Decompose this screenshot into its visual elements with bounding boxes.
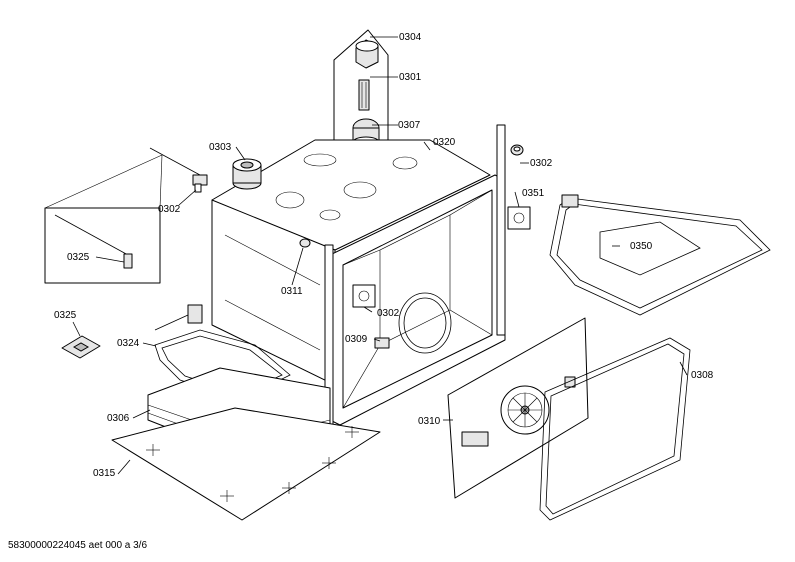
circular-heater-0308: [374, 292, 452, 354]
sensor-part-0351: [149, 147, 208, 193]
label-0301: 0301: [399, 72, 422, 83]
label-0351: 0302: [158, 204, 181, 215]
part-labels: 0304 0301 0307 0303 0320 0302 0302 0351 …: [54, 32, 714, 479]
cover-plate-0325-right: [507, 206, 531, 230]
label-0335: 0315: [93, 468, 116, 479]
label-0324: 0325: [54, 310, 77, 321]
spacer-part-0324: [61, 335, 101, 359]
label-0303: 0303: [209, 142, 232, 153]
cover-plate-0325-center: [352, 284, 376, 308]
label-0304: 0304: [399, 32, 422, 43]
label-0325-right: 0351: [522, 188, 545, 199]
grill-element-0311: [549, 194, 771, 316]
label-0302-right: 0302: [530, 158, 553, 169]
label-0311: 0350: [630, 241, 653, 252]
oven-body-0320: [211, 124, 506, 431]
switch-part-0301: [358, 79, 370, 111]
label-0306: 0308: [691, 370, 714, 381]
label-0325-center: 0302: [377, 308, 400, 319]
label-0315: 0310: [418, 416, 441, 427]
fan-part-0304: [355, 39, 379, 69]
label-0309: 0324: [117, 338, 140, 349]
door-gasket-0306: [539, 337, 691, 521]
back-panel-0315: [447, 317, 589, 499]
document-id-footer: 58300000224045 aet 000 a 3/6: [8, 540, 148, 551]
label-0320: 0320: [433, 137, 456, 148]
bushing-part-0302-right: [510, 144, 524, 156]
sensor-detail-box-0350: [44, 154, 163, 284]
connector-part-0303: [232, 158, 262, 190]
label-0307: 0307: [398, 120, 421, 131]
label-0308: 0309: [345, 334, 368, 345]
label-0302-center: 0311: [281, 286, 303, 297]
label-0310: 0306: [107, 413, 130, 424]
bushing-part-0302-center: [299, 238, 311, 248]
leader-lines: [72, 36, 688, 475]
base-plate-0335: [111, 407, 381, 521]
label-0350: 0325: [67, 252, 90, 263]
